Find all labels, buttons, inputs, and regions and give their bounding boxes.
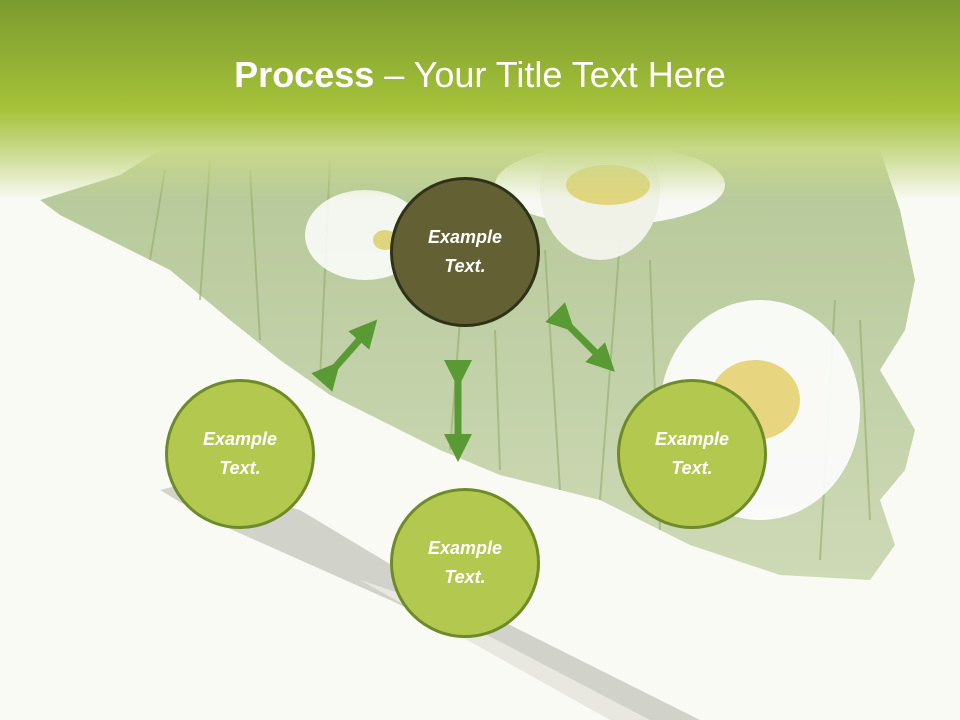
node-right: Example Text. (617, 379, 767, 529)
node-top-label: Example Text. (427, 227, 503, 276)
node-right-label: Example Text. (654, 429, 730, 478)
node-bottom-label: Example Text. (427, 538, 503, 587)
node-bottom: Example Text. (390, 488, 540, 638)
title-bold: Process (234, 54, 375, 95)
arrow-top-left (311, 319, 378, 392)
header-band (0, 0, 960, 200)
node-left: Example Text. (165, 379, 315, 529)
title-rest: – Your Title Text Here (374, 54, 726, 95)
node-left-label: Example Text. (202, 429, 278, 478)
arrow-top-right (545, 302, 615, 372)
page-title: Process – Your Title Text Here (0, 52, 960, 98)
node-top: Example Text. (390, 177, 540, 327)
